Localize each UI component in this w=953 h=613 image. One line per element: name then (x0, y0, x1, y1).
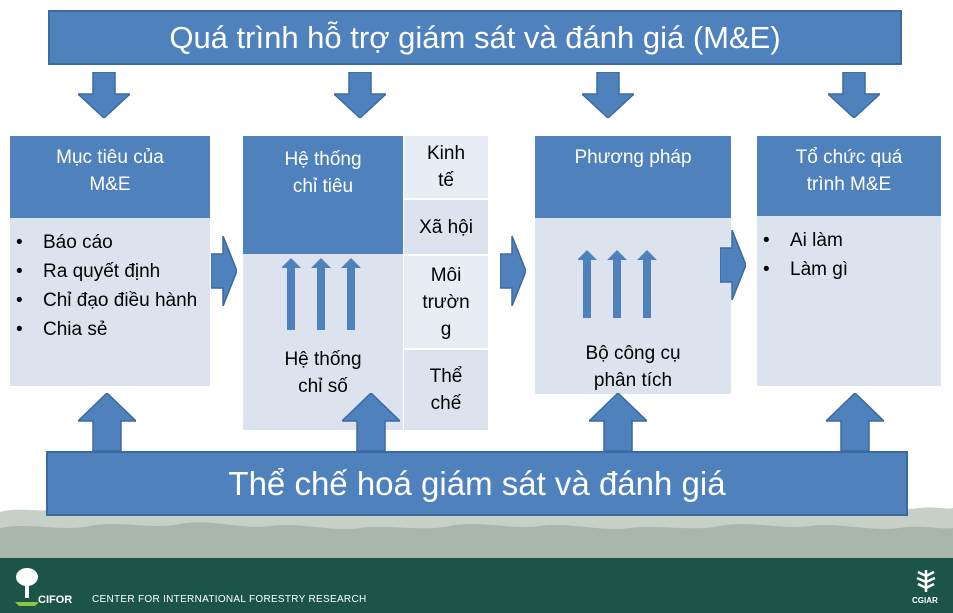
list-item: Ai làm (757, 226, 941, 255)
side-cell-xa-hoi: Xã hội (404, 200, 488, 254)
kinh-te-line2: tế (438, 170, 454, 191)
the-che-line2: chế (430, 393, 462, 414)
col4-body: Ai làm Làm gì (757, 216, 941, 386)
col1-header: Mục tiêu của M&E (10, 136, 210, 218)
down-arrow-4 (828, 72, 880, 118)
cifor-logo: CIFOR (12, 566, 82, 610)
kinh-te-line1: Kinh (426, 143, 466, 164)
col1-header-line1: Mục tiêu của (56, 147, 164, 168)
list-item: Chỉ đạo điều hành (10, 286, 210, 315)
list-item: Báo cáo (10, 228, 210, 257)
moi-truong-line1: Môi (430, 264, 462, 286)
up-arrows-icon (578, 250, 657, 318)
up-arrow-1 (78, 393, 136, 451)
tree-icon (15, 568, 39, 606)
col3-body-text: Bộ công cụ phân tích (535, 340, 731, 394)
col3-body-line1: Bộ công cụ (585, 343, 681, 364)
col1-header-line2: M&E (89, 174, 131, 195)
right-arrow-1 (211, 236, 237, 306)
col4-header: Tổ chức quá trình M&E (757, 136, 941, 216)
side-cell-kinh-te: Kinh tế (404, 136, 488, 198)
col3-header: Phương pháp (535, 136, 731, 218)
top-banner-text: Quá trình hỗ trợ giám sát và đánh giá (M… (169, 19, 781, 55)
down-arrow-1 (78, 72, 130, 118)
right-arrow-3 (720, 230, 746, 300)
down-arrow-3 (582, 72, 634, 118)
col2-header: Hệ thống chỉ tiêu (243, 136, 403, 254)
col4-header-line2: trình M&E (806, 174, 892, 195)
moi-truong-line3: g (440, 318, 452, 340)
col4-header-line1: Tổ chức quá (795, 147, 903, 168)
cgiar-logo-text: CGIAR (912, 596, 938, 605)
up-arrow-3 (589, 393, 647, 451)
list-item: Ra quyết định (10, 257, 210, 286)
cifor-logo-text: CIFOR (38, 594, 73, 606)
col2-header-line2: chỉ tiêu (292, 176, 354, 197)
side-cell-the-che: Thể chế (404, 350, 488, 430)
right-arrow-2 (500, 236, 526, 306)
wheat-icon (916, 570, 936, 592)
up-arrow-2 (342, 393, 400, 451)
xa-hoi-text: Xã hội (419, 216, 473, 238)
col3-body (535, 218, 731, 394)
footer-bar: CIFOR CENTER FOR INTERNATIONAL FORESTRY … (0, 558, 953, 613)
col2-header-line1: Hệ thống (284, 149, 362, 170)
the-che-line1: Thể (429, 366, 463, 387)
top-banner: Quá trình hỗ trợ giám sát và đánh giá (M… (48, 10, 902, 65)
org-name: CENTER FOR INTERNATIONAL FORESTRY RESEAR… (92, 594, 367, 605)
col2-body-line1: Hệ thống (284, 349, 362, 370)
list-item: Chia sẻ (10, 315, 210, 344)
up-arrow-4 (826, 393, 884, 451)
col3-header-text: Phương pháp (574, 147, 692, 168)
list-item: Làm gì (757, 255, 941, 284)
bottom-banner-text: Thể chế hoá giám sát và đánh giá (228, 464, 726, 502)
col2-body-line2: chỉ số (298, 376, 348, 397)
moi-truong-line2: trườn (422, 291, 470, 313)
bottom-banner: Thể chế hoá giám sát và đánh giá (46, 451, 908, 516)
col1-list: Báo cáo Ra quyết định Chỉ đạo điều hành … (10, 228, 210, 344)
forest-silhouette (0, 502, 953, 558)
down-arrow-2 (334, 72, 386, 118)
col4-list: Ai làm Làm gì (757, 226, 941, 284)
side-cell-moi-truong: Môi trườn g (404, 256, 488, 348)
col3-body-line2: phân tích (593, 370, 673, 391)
cgiar-logo: CGIAR (912, 568, 946, 610)
up-arrows-icon (282, 258, 361, 330)
col1-body: Báo cáo Ra quyết định Chỉ đạo điều hành … (10, 218, 210, 386)
col2-body-text: Hệ thống chỉ số (243, 346, 403, 400)
